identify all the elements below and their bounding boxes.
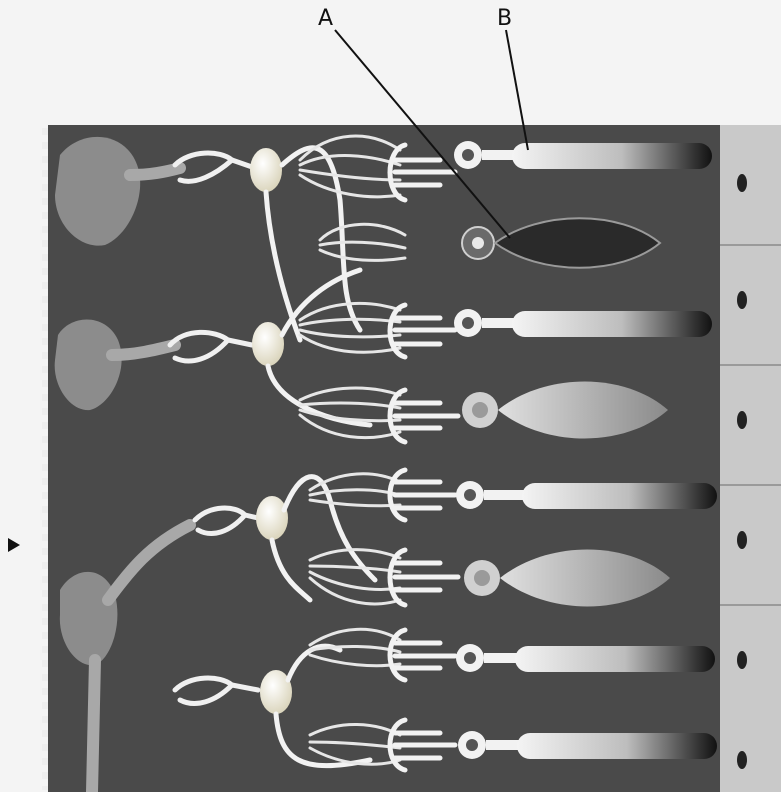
background-panel — [48, 125, 738, 792]
label-a: A — [318, 6, 333, 31]
triangle-right-icon — [8, 538, 20, 552]
pigment-epithelium — [720, 125, 781, 792]
label-b: B — [497, 6, 512, 31]
